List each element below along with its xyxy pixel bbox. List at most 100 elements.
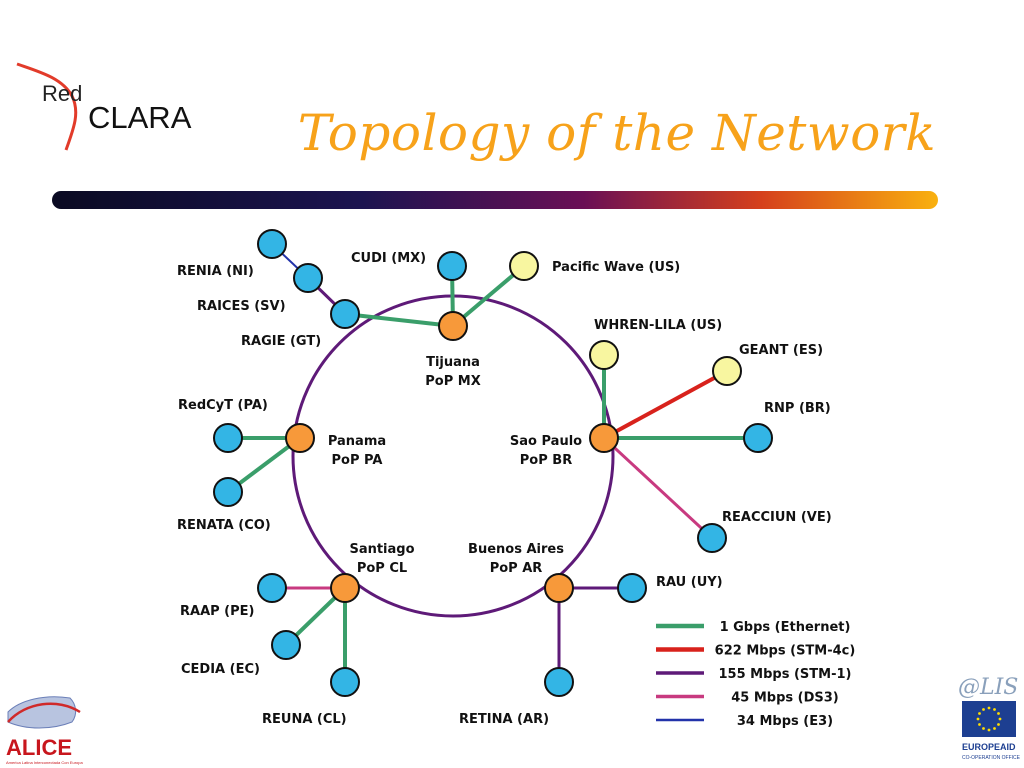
eu-star-icon (998, 717, 1002, 721)
europeaid-sub: CO-OPERATION OFFICE (962, 755, 1021, 761)
label-pop_buenosaires-line: PoP AR (490, 561, 543, 576)
node-renata (213, 477, 243, 507)
label-pacificwave: Pacific Wave (US) (552, 260, 680, 275)
node-reuna (330, 667, 360, 697)
eu-flag-icon (962, 701, 1016, 737)
redclara-swoosh-icon (16, 62, 78, 151)
label-renia: RENIA (NI) (177, 264, 254, 279)
label-whren-line: WHREN-LILA (US) (594, 318, 722, 333)
eu-star-icon (978, 712, 981, 715)
alice-logo: ALICE America Latina Interconectada Con … (6, 696, 83, 765)
link-pacificwave-pop_tijuana (451, 264, 526, 328)
node-geant (712, 356, 742, 386)
label-redcyt-line: RedCyT (PA) (178, 398, 268, 413)
label-reuna: REUNA (CL) (262, 712, 347, 727)
node-retina (544, 667, 574, 697)
slide-title: Topology of the Network (297, 104, 936, 162)
eu-star-icon (997, 723, 1000, 726)
alice-arc-icon (7, 702, 81, 723)
label-pop_tijuana-line: PoP MX (425, 374, 480, 389)
node-renia (257, 229, 287, 259)
eu-star-icon (997, 712, 1000, 715)
node-rau (617, 573, 647, 603)
label-ragie: RAGIE (GT) (241, 334, 321, 349)
label-pop_buenosaires-line: Buenos Aires (468, 542, 564, 557)
node-rnp (743, 423, 773, 453)
label-raices-line: RAICES (SV) (197, 299, 286, 314)
link-reacciun-pop_saopaulo (602, 436, 714, 540)
label-cudi: CUDI (MX) (351, 251, 426, 266)
legend: 1 Gbps (Ethernet)622 Mbps (STM-4c)155 Mb… (656, 620, 855, 729)
label-pop_panama-line: PoP PA (332, 453, 383, 468)
label-pop_santiago-line: PoP CL (357, 561, 407, 576)
alice-tagline: America Latina Interconectada Con Europa (6, 760, 83, 765)
eu-star-icon (982, 727, 985, 730)
label-raap: RAAP (PE) (180, 604, 254, 619)
label-cedia-line: CEDIA (EC) (181, 662, 260, 677)
node-cedia (271, 630, 301, 660)
label-rnp: RNP (BR) (764, 401, 831, 416)
label-geant-line: GEANT (ES) (739, 343, 823, 358)
label-geant: GEANT (ES) (739, 343, 823, 358)
redclara-logo: Red CLARA (16, 62, 192, 151)
node-reacciun (697, 523, 727, 553)
node-raices (293, 263, 323, 293)
link-geant-pop_saopaulo (603, 369, 728, 440)
redclara-logo-red: Red (42, 81, 82, 106)
label-cudi-line: CUDI (MX) (351, 251, 426, 266)
label-pop_panama-line: Panama (328, 434, 386, 449)
label-reacciun-line: REACCIUN (VE) (722, 510, 832, 525)
eu-star-icon (993, 727, 996, 730)
label-pop_saopaulo-line: PoP BR (520, 453, 572, 468)
label-rnp-line: RNP (BR) (764, 401, 831, 416)
label-retina-line: RETINA (AR) (459, 712, 549, 727)
alis-logo-text: @LIS (958, 675, 1018, 700)
legend-label-45: 45 Mbps (DS3) (731, 691, 839, 706)
label-redcyt: RedCyT (PA) (178, 398, 268, 413)
eu-star-icon (976, 717, 980, 721)
node-pop_saopaulo (589, 423, 619, 453)
eu-star-icon (982, 708, 985, 711)
links-layer (226, 243, 758, 682)
label-raices: RAICES (SV) (197, 299, 286, 314)
label-pop_tijuana-line: Tijuana (426, 355, 480, 370)
europeaid-logo: @LIS EUROPEAID CO-OPERATION OFFICE (958, 675, 1021, 761)
eu-star-icon (993, 708, 996, 711)
label-rau-line: RAU (UY) (656, 575, 723, 590)
label-cedia: CEDIA (EC) (181, 662, 260, 677)
legend-label-34: 34 Mbps (E3) (737, 714, 833, 729)
node-pop_tijuana (438, 311, 468, 341)
node-raap (257, 573, 287, 603)
eu-stars-icon (976, 706, 1002, 732)
node-ragie (330, 299, 360, 329)
redclara-logo-clara: CLARA (88, 100, 192, 135)
title-gradient-bar (52, 191, 938, 209)
nodes-layer (213, 229, 773, 697)
label-pop_saopaulo-line: Sao Paulo (510, 434, 582, 449)
label-renata-line: RENATA (CO) (177, 518, 271, 533)
label-whren: WHREN-LILA (US) (594, 318, 722, 333)
legend-label-622: 622 Mbps (STM-4c) (715, 644, 856, 659)
label-ragie-line: RAGIE (GT) (241, 334, 321, 349)
node-pop_santiago (330, 573, 360, 603)
europeaid-text: EUROPEAID (962, 742, 1016, 752)
node-cudi (437, 251, 467, 281)
legend-label-1g: 1 Gbps (Ethernet) (720, 620, 851, 635)
node-pacificwave (509, 251, 539, 281)
label-raap-line: RAAP (PE) (180, 604, 254, 619)
alice-logo-text: ALICE (6, 735, 72, 760)
node-redcyt (213, 423, 243, 453)
link-ragie-pop_tijuana (344, 312, 454, 328)
label-pop_santiago-line: Santiago (349, 542, 414, 557)
label-pacificwave-line: Pacific Wave (US) (552, 260, 680, 275)
label-rau: RAU (UY) (656, 575, 723, 590)
node-pop_buenosaires (544, 573, 574, 603)
eu-star-icon (987, 728, 991, 732)
node-whren (589, 340, 619, 370)
